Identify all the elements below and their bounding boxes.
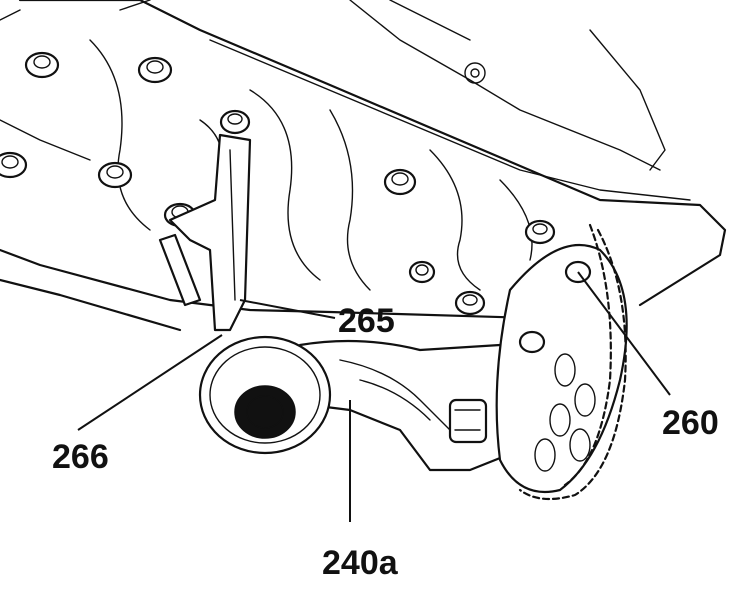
pump-drive-sprocket [495,243,628,494]
leader-lines [77,271,671,522]
timing-chain [518,223,627,501]
leader-265 [239,299,336,319]
bolt-head-8 [408,260,436,284]
bolt-head-7 [524,219,556,245]
engine-block [0,0,727,332]
callout-265: 265 [338,302,395,340]
leader-260 [577,271,671,396]
bolt-head-6 [383,168,417,196]
bolt-head-9 [454,290,486,316]
callout-266: 266 [52,438,109,476]
bolt-head-3 [219,109,251,135]
pump-mounting-bracket [158,133,252,332]
leader-266 [77,334,223,431]
oil-pump-body [298,339,522,472]
callout-240a: 240a [322,544,399,582]
bearing-cap-bolts [0,51,556,316]
bolt-head-5 [0,151,28,179]
callout-260: 260 [662,404,719,442]
oil-pickup-strainer [198,335,332,455]
bolt-head-2 [137,56,173,84]
bolt-head-1 [24,51,60,79]
bolt-head-4 [97,161,133,189]
